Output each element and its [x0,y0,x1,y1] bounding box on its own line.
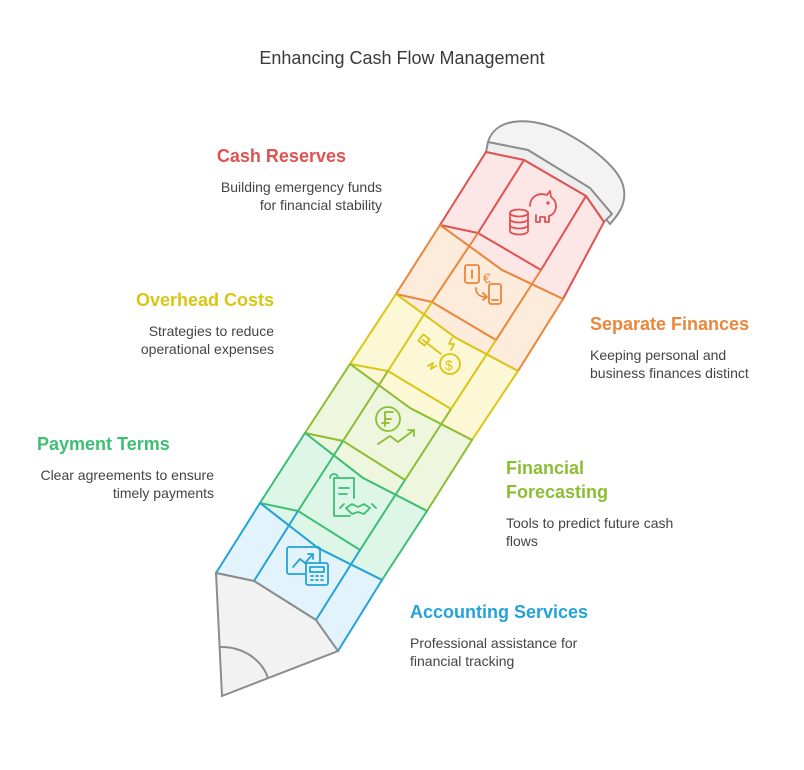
chart-calculator-icon [286,546,329,586]
desc-overhead-costs: Strategies to reduce operational expense… [140,323,274,357]
currency-exchange-wallet-phone-icon: € [464,264,502,305]
label-financial-forecasting: Financial Forecasting Tools to predict f… [506,456,706,550]
label-separate-finances: Separate Finances Keeping personal and b… [590,312,790,382]
heading-payment-terms: Payment Terms [37,434,170,454]
heading-cash-reserves: Cash Reserves [216,146,346,166]
desc-financial-forecasting: Tools to predict future cash flows [506,515,674,549]
label-payment-terms: Payment Terms Clear agreements to ensure… [14,432,214,502]
label-cash-reserves: Cash Reserves Building emergency funds f… [150,144,382,214]
desc-payment-terms: Clear agreements to ensure timely paymen… [40,467,214,501]
diagram-title: Enhancing Cash Flow Management [259,48,545,68]
heading-financial-forecasting: Financial Forecasting [506,458,609,502]
label-accounting-services: Accounting Services Professional assista… [410,600,640,670]
cost-reduction-dollar-icon: $ [417,333,461,375]
svg-text:$: $ [445,357,453,373]
heading-separate-finances: Separate Finances [590,314,750,334]
label-overhead-costs: Overhead Costs Strategies to reduce oper… [60,288,274,358]
heading-overhead-costs: Overhead Costs [135,290,274,310]
desc-separate-finances: Keeping personal and business finances d… [590,347,749,381]
pencil-tip [214,571,340,698]
heading-accounting-services: Accounting Services [410,602,589,622]
svg-text:€: € [483,270,491,286]
contract-handshake-icon [329,473,377,517]
desc-accounting-services: Professional assistance for financial tr… [410,635,578,669]
franc-coin-growth-arrow-icon [375,406,415,445]
piggy-bank-coins-icon [509,190,557,236]
desc-cash-reserves: Building emergency funds for financial s… [220,179,382,213]
